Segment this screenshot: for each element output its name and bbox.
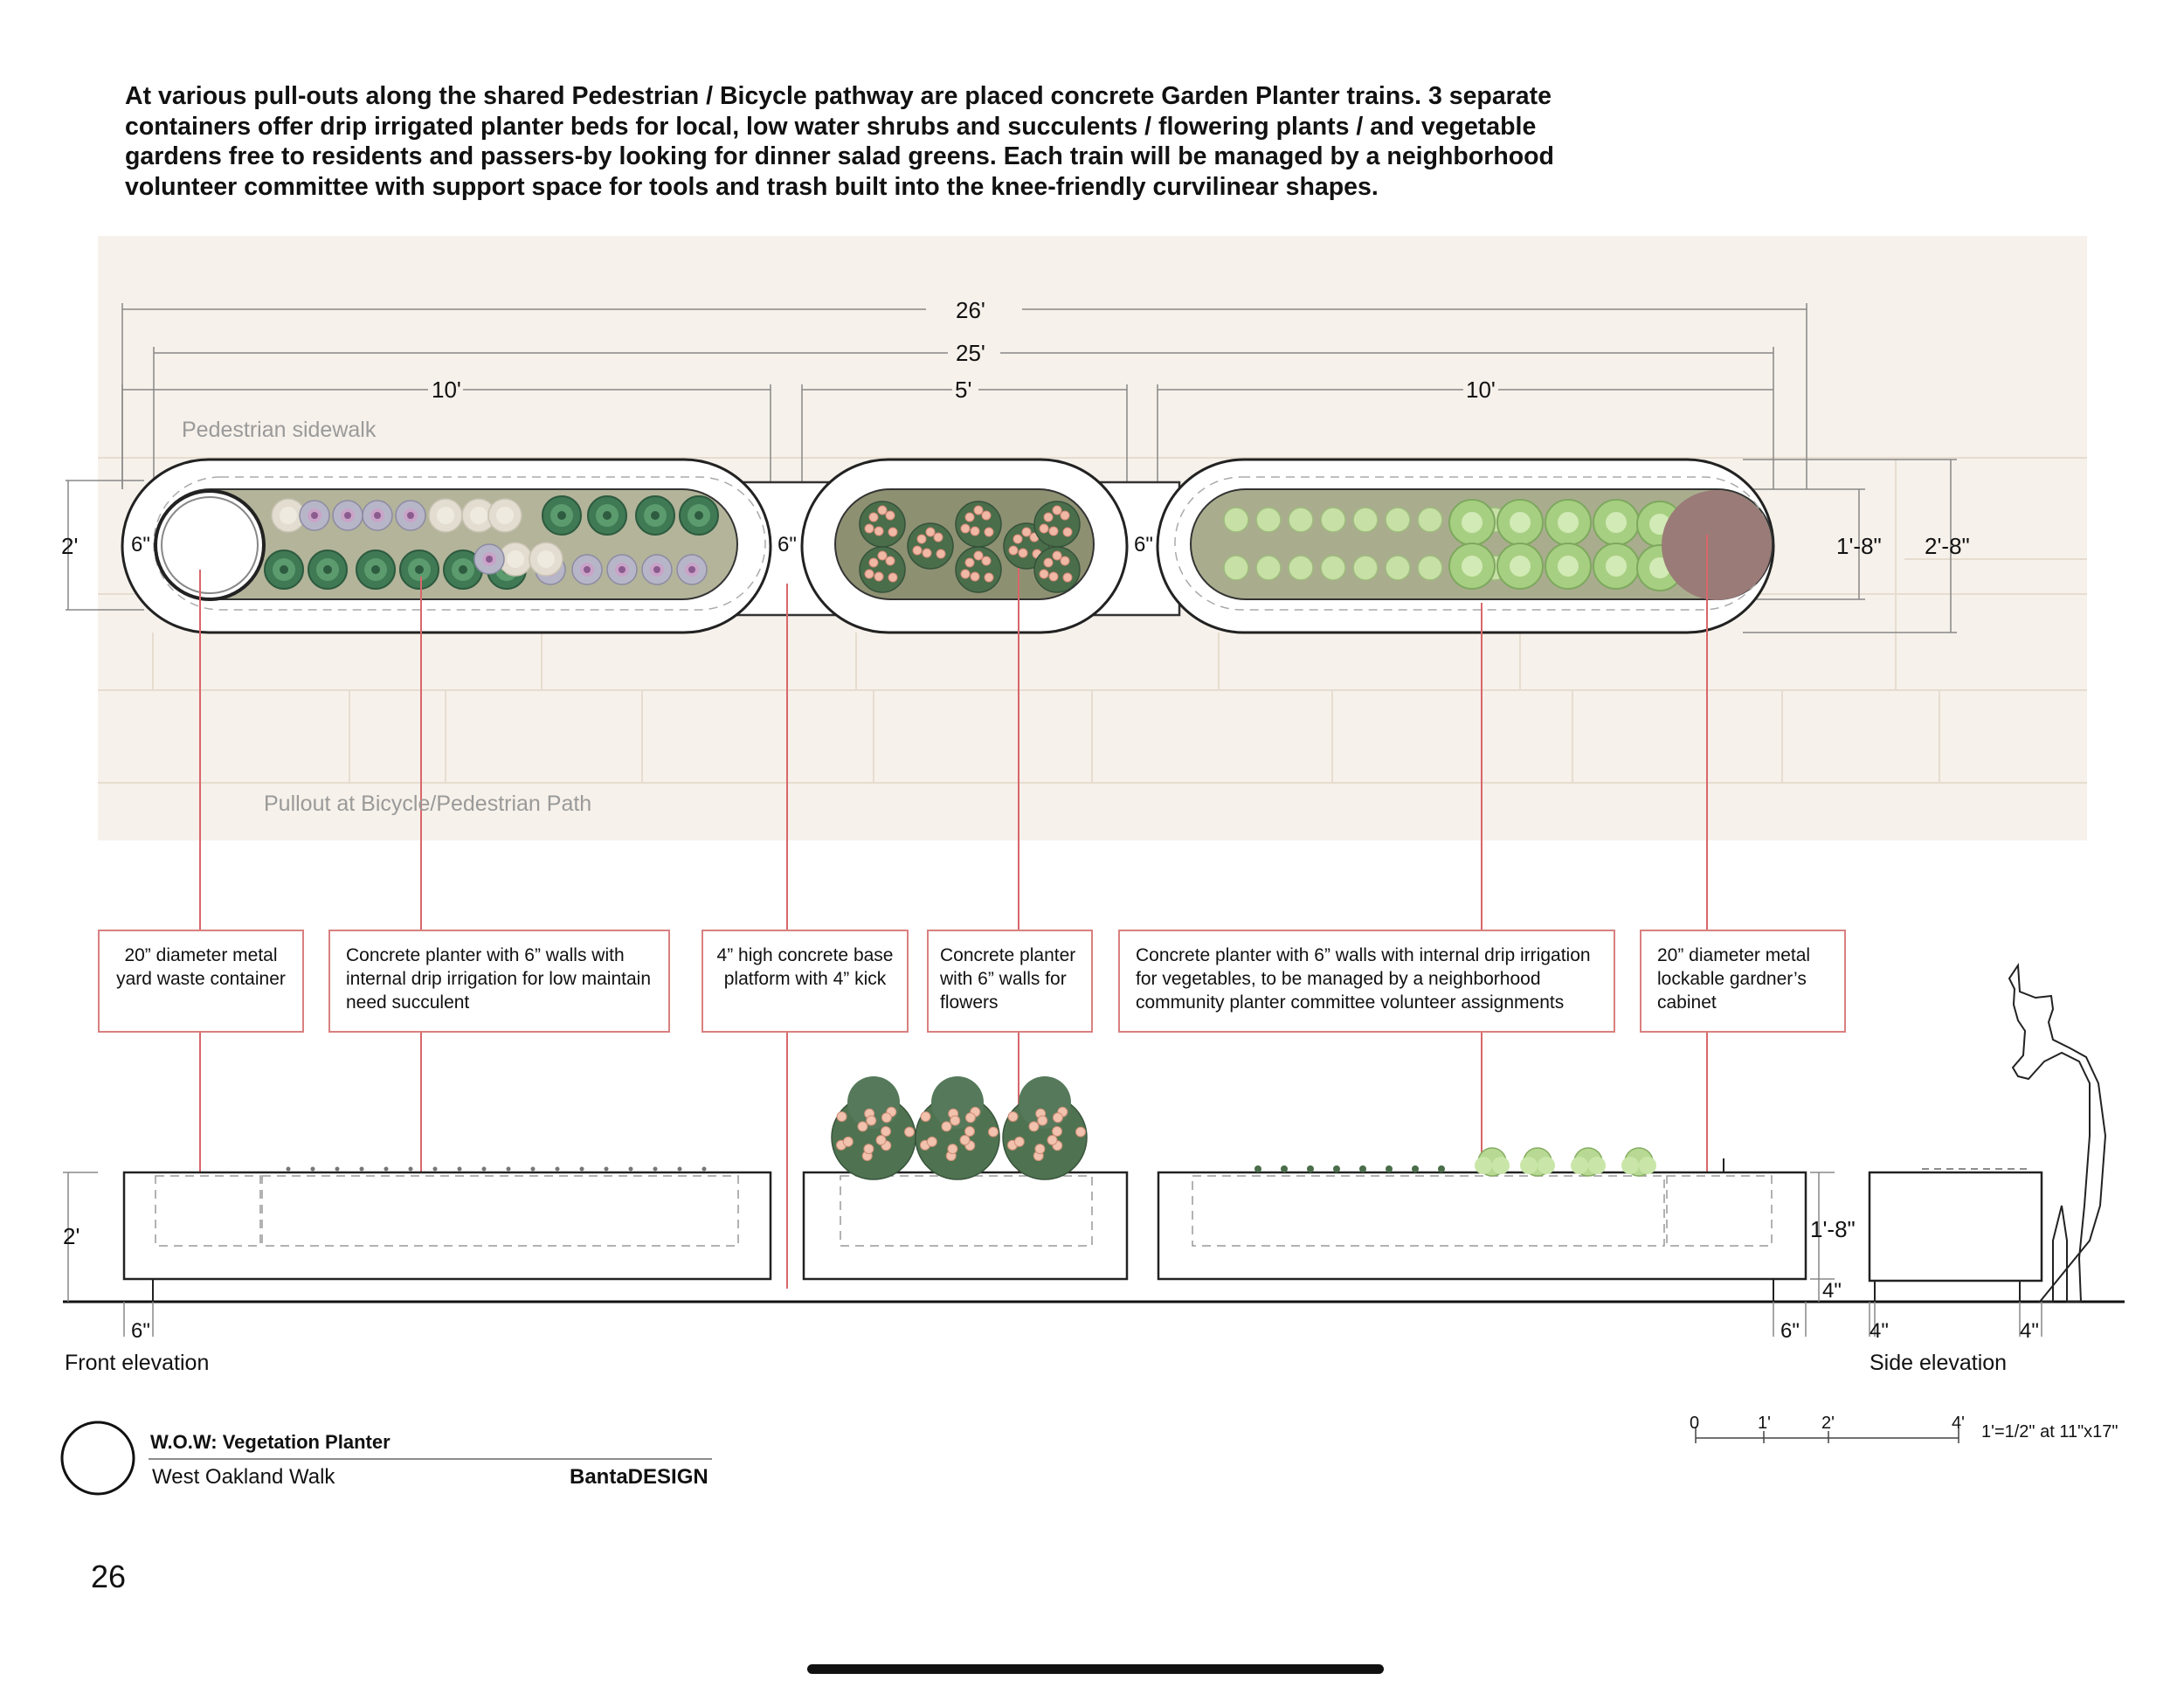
sheet-title: W.O.W: Vegetation Planter	[150, 1431, 390, 1453]
label-side-elevation: Side elevation	[1870, 1351, 2008, 1375]
firm-name: BantaDESIGN	[570, 1465, 708, 1489]
dim-wall-left: 6"	[131, 533, 150, 557]
sheet-subtitle: West Oakland Walk	[152, 1465, 335, 1489]
callout-base-platform: 4” high concrete base platform with 4” k…	[702, 930, 909, 1033]
side-elevation-drawing	[1868, 1168, 2043, 1302]
dim-elevation-side-right: 4"	[2020, 1319, 2039, 1343]
page-number: 26	[91, 1559, 127, 1594]
scale-tick-1: 1'	[1758, 1414, 1771, 1433]
dim-elevation-side-left: 4"	[1870, 1319, 1889, 1343]
plan-dimension-lines	[66, 303, 1957, 633]
dim-elevation-planter-height: 1'-8"	[1810, 1216, 1856, 1242]
intro-paragraph: At various pull-outs along the shared Pe…	[125, 82, 1554, 201]
label-pullout: Pullout at Bicycle/Pedestrian Path	[264, 792, 592, 816]
callout-yard-waste-container: 20” diameter metal yard waste container	[98, 930, 304, 1033]
dim-right-planter: 10'	[1466, 377, 1496, 403]
dim-middle-planter: 5'	[955, 377, 972, 403]
dim-wall-middle-left: 6"	[778, 533, 797, 557]
plan-planter-middle	[800, 458, 1129, 634]
elevation-dimension-lines	[63, 1172, 2042, 1337]
home-indicator-bar[interactable]	[807, 1664, 1384, 1674]
scale-note: 1'=1/2" at 11"x17"	[1981, 1422, 2118, 1442]
dim-inner-length: 25'	[956, 340, 985, 366]
dim-overall-length: 26'	[956, 297, 985, 323]
person-silhouette	[2008, 962, 2107, 1303]
elevation-flowering-shrubs	[831, 1076, 1088, 1180]
callout-gardener-cabinet: 20” diameter metal lockable gardner’s ca…	[1640, 930, 1846, 1033]
dim-outer-width: 2'-8"	[1925, 533, 1970, 559]
dim-plan-height: 2'	[61, 533, 79, 559]
label-pedestrian-sidewalk: Pedestrian sidewalk	[182, 418, 377, 442]
succulent-plants	[264, 495, 719, 590]
scale-bar	[1695, 1428, 1959, 1443]
callout-vegetable-planter: Concrete planter with 6” walls with inte…	[1118, 930, 1615, 1033]
scale-tick-4: 4'	[1952, 1414, 1965, 1433]
dim-elevation-height: 2'	[63, 1223, 80, 1249]
dim-elevation-base-height: 4"	[1822, 1279, 1842, 1303]
dim-inner-width: 1'-8"	[1836, 533, 1882, 559]
callout-flower-planter: Concrete planter with 6” walls for flowe…	[927, 930, 1093, 1033]
label-front-elevation: Front elevation	[65, 1351, 210, 1375]
dim-elevation-front-left: 6"	[131, 1319, 150, 1343]
flowering-shrubs	[859, 501, 1081, 593]
title-block	[60, 1421, 712, 1496]
elevation-lettuce	[1475, 1147, 1656, 1177]
callout-succulent-planter: Concrete planter with 6” walls with inte…	[328, 930, 670, 1033]
dim-elevation-front-right: 6"	[1780, 1319, 1800, 1343]
dim-left-planter: 10'	[432, 377, 461, 403]
scale-tick-0: 0	[1690, 1414, 1700, 1433]
scale-tick-2: 2'	[1821, 1414, 1835, 1433]
front-elevation-drawing	[63, 1158, 2125, 1303]
plan-gardener-cabinet	[1662, 490, 1772, 600]
plan-yard-waste-container	[154, 489, 266, 601]
dim-wall-middle-right: 6"	[1134, 533, 1153, 557]
